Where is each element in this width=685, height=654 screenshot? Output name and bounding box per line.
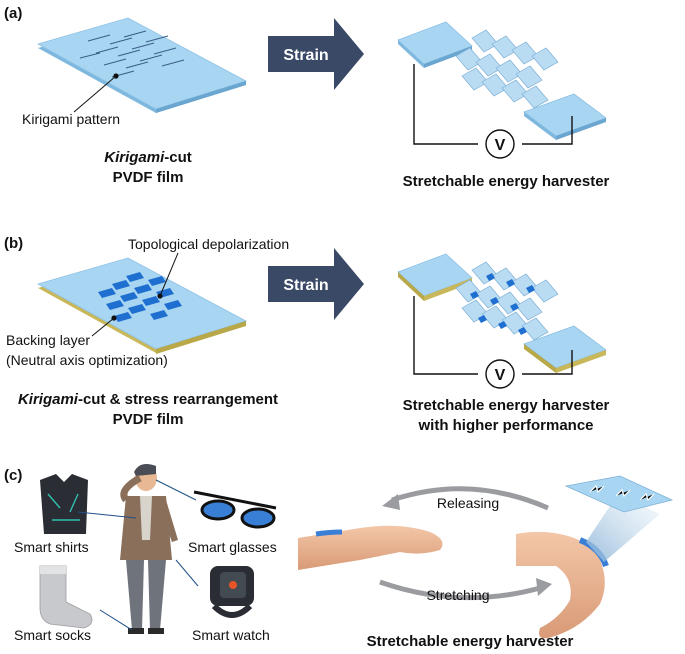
smart-shirt-icon xyxy=(40,474,88,534)
backing-label-1: Backing layer xyxy=(6,332,90,348)
releasing-label: Releasing xyxy=(437,495,499,511)
harvester-caption-c: Stretchable energy harvester xyxy=(367,633,574,650)
voltmeter-b: V xyxy=(495,367,506,384)
relaxed-hand-icon xyxy=(298,525,443,570)
backing-label-2: (Neutral axis optimization) xyxy=(6,352,168,368)
film-caption-a-italic: Kirigami xyxy=(104,149,165,166)
strain-arrow-a: Strain xyxy=(268,18,364,90)
depolarization-label: Topological depolarization xyxy=(128,236,289,252)
stretching-label: Stretching xyxy=(426,587,489,603)
person-figure xyxy=(120,464,178,634)
bent-hand-icon xyxy=(516,475,674,639)
depolarized-links-b xyxy=(470,273,535,335)
kirigami-film-b xyxy=(36,252,248,354)
panel-b-letter: (b) xyxy=(4,235,23,252)
film-caption-a-line2: PVDF film xyxy=(113,169,184,186)
panel-a-letter: (a) xyxy=(4,5,22,22)
smart-glasses-label: Smart glasses xyxy=(188,539,277,555)
smart-glasses-icon xyxy=(193,490,277,529)
smart-shirts-label: Smart shirts xyxy=(14,539,89,555)
stretched-harvester-a: V xyxy=(397,21,607,159)
strain-label-a: Strain xyxy=(283,47,328,64)
kirigami-film xyxy=(36,17,248,113)
harvester-caption-b-2: with higher performance xyxy=(417,417,593,434)
harvester-caption-a: Stretchable energy harvester xyxy=(403,173,610,190)
strain-label-b: Strain xyxy=(283,277,328,294)
kirigami-pattern-label: Kirigami pattern xyxy=(22,111,120,127)
smart-watch-label: Smart watch xyxy=(192,627,270,643)
panel-c-letter: (c) xyxy=(4,467,22,484)
strain-arrow-b: Strain xyxy=(268,248,364,320)
panel-a: (a) K xyxy=(4,5,610,190)
panel-b: (b) T xyxy=(4,235,610,434)
kirigami-links-a xyxy=(455,29,559,109)
kirigami-links-b xyxy=(455,261,559,341)
pointer-lines xyxy=(77,479,199,631)
cycle-arrows xyxy=(379,486,552,601)
film-caption-b-italic: Kirigami xyxy=(18,391,79,408)
harvester-caption-b-1: Stretchable energy harvester xyxy=(403,397,610,414)
film-caption-b-rest: -cut & stress rearrangement xyxy=(78,391,278,408)
smart-watch-icon xyxy=(210,566,254,618)
spark-lines xyxy=(589,484,655,502)
film-caption-a-rest: -cut xyxy=(164,149,192,166)
stretched-harvester-b: V xyxy=(397,253,607,389)
smart-sock-icon xyxy=(39,565,93,629)
kirigami-cut-lines xyxy=(79,30,185,78)
film-caption-a: Kirigami-cut xyxy=(104,149,192,166)
panel-c: (c) Smart shirts Smart socks xyxy=(4,464,674,650)
smart-socks-label: Smart socks xyxy=(14,627,91,643)
voltmeter-a: V xyxy=(495,137,506,154)
film-caption-b-line2: PVDF film xyxy=(113,411,184,428)
film-caption-b: Kirigami-cut & stress rearrangement xyxy=(18,391,278,408)
